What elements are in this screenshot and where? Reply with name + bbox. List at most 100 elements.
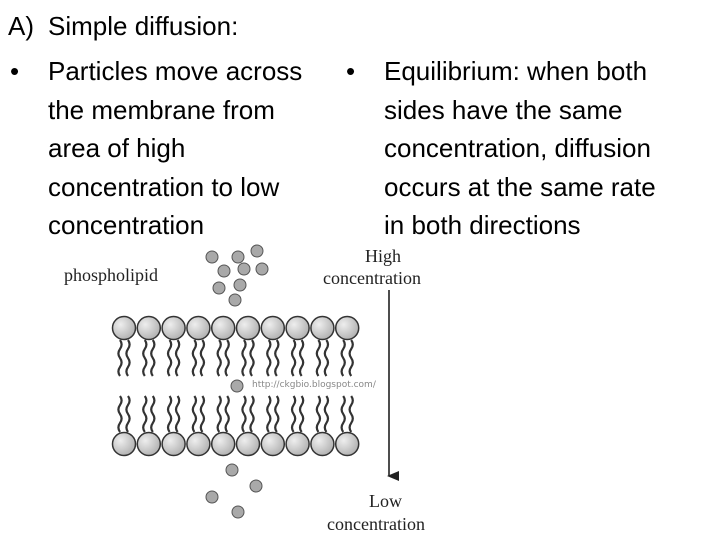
lipid-tail xyxy=(249,339,255,377)
lipid-head xyxy=(260,431,286,457)
low-label-line-1: Low xyxy=(369,491,402,511)
bullet-line: concentration to low xyxy=(48,171,280,202)
bullet-line: concentration, diffusion xyxy=(384,133,651,163)
lipid-head xyxy=(111,315,137,341)
solute-particle xyxy=(225,463,239,477)
lipid-head xyxy=(136,431,162,457)
bullet-line: concentration xyxy=(48,210,205,240)
lipid-head xyxy=(186,431,211,457)
bullet-line: area of high xyxy=(48,133,186,163)
solute-particle xyxy=(205,490,219,504)
lipid-tail xyxy=(249,395,255,433)
lipid-tail xyxy=(323,395,330,433)
solute-particle xyxy=(250,244,264,258)
lipid-tail xyxy=(315,395,322,433)
solute-particle xyxy=(237,262,251,276)
low-label-line-2: concentration xyxy=(327,514,425,534)
lipid-tail xyxy=(274,339,280,377)
solute-particle xyxy=(231,250,245,264)
lipid-tail xyxy=(216,339,222,377)
slide-heading: A) Simple diffusion: xyxy=(8,8,238,44)
lipid-head xyxy=(334,315,360,341)
high-label-line-2: concentration xyxy=(323,268,421,288)
solute-particle xyxy=(228,293,242,307)
lipid-tail xyxy=(166,395,173,433)
lipid-tail xyxy=(199,339,206,377)
lipid-tail xyxy=(224,339,230,377)
lipid-tail xyxy=(117,395,123,433)
phospholipid-label: phospholipid xyxy=(64,265,158,285)
bullet-equilibrium: • Equilibrium: when both sides have the … xyxy=(346,52,656,245)
heading-text: Simple diffusion: xyxy=(48,11,239,41)
lipid-tail xyxy=(298,395,305,433)
lipid-tail xyxy=(266,339,272,377)
lipid-head xyxy=(210,431,236,457)
lipid-head xyxy=(111,431,137,457)
lipid-head xyxy=(310,431,335,457)
lipid-tail xyxy=(340,339,346,377)
lipid-tail xyxy=(117,339,123,377)
bullet-line: occurs at the same rate xyxy=(384,171,656,202)
solute-particle xyxy=(233,278,247,292)
lipid-tail xyxy=(348,395,354,433)
lipid-tail xyxy=(315,339,322,377)
lipid-tail xyxy=(298,339,305,377)
lipid-tail xyxy=(241,395,247,433)
lipid-tail xyxy=(166,339,173,377)
high-label-line-1: High xyxy=(365,246,401,266)
solute-particle xyxy=(255,262,269,276)
lipid-tail xyxy=(290,339,297,377)
solute-particle xyxy=(217,264,231,278)
bullet-particles-move: • Particles move across the membrane fro… xyxy=(10,52,303,245)
solute-particle xyxy=(205,250,219,264)
bullet-line: Particles move across xyxy=(48,56,303,86)
lipid-tail xyxy=(340,395,346,433)
lipid-tails xyxy=(117,339,354,433)
lipid-head xyxy=(285,315,310,341)
lipid-tail xyxy=(274,395,280,433)
solute-particle xyxy=(231,505,245,519)
lipid-tail xyxy=(199,395,206,433)
solute-particle xyxy=(212,281,226,295)
bullet-line: in both directions xyxy=(384,210,581,240)
lipid-tail xyxy=(191,339,198,377)
lipid-heads xyxy=(111,315,360,457)
lipid-head xyxy=(285,431,310,457)
lipid-head xyxy=(186,315,211,341)
crossing-particle xyxy=(230,379,244,393)
lipid-tail xyxy=(241,339,247,377)
lipid-head xyxy=(235,431,261,457)
lipid-head xyxy=(334,431,360,457)
lipid-tail xyxy=(142,339,148,377)
lipid-tail xyxy=(224,395,230,433)
lipid-head xyxy=(161,431,186,457)
lipid-tail xyxy=(266,395,272,433)
particles-low-side xyxy=(205,463,263,519)
source-credit: http://ckgbio.blogspot.com/ xyxy=(252,380,377,390)
bullet-line: the membrane from xyxy=(48,94,275,125)
lipid-tail xyxy=(150,395,156,433)
heading-marker: A) xyxy=(8,11,34,41)
bullet-dot: • xyxy=(10,56,20,86)
lipid-head xyxy=(161,315,186,341)
lipid-tail xyxy=(290,395,297,433)
lipid-tail xyxy=(125,339,131,377)
lipid-tail xyxy=(174,395,181,433)
lipid-tail xyxy=(150,339,156,377)
bullet-line: sides have the same xyxy=(384,94,623,125)
solute-particle xyxy=(249,479,263,493)
lipid-tail xyxy=(125,395,131,433)
lipid-head xyxy=(310,315,335,341)
lipid-tail xyxy=(174,339,181,377)
bullet-dot: • xyxy=(346,56,356,86)
lipid-head xyxy=(210,315,236,341)
lipid-head xyxy=(260,315,286,341)
particles-high-side xyxy=(205,244,269,307)
phospholipid-bilayer xyxy=(111,315,360,457)
lipid-tail xyxy=(323,339,330,377)
lipid-head xyxy=(136,315,162,341)
bullet-line: Equilibrium: when both xyxy=(384,56,648,86)
lipid-head xyxy=(235,315,261,341)
lipid-tail xyxy=(216,395,222,433)
